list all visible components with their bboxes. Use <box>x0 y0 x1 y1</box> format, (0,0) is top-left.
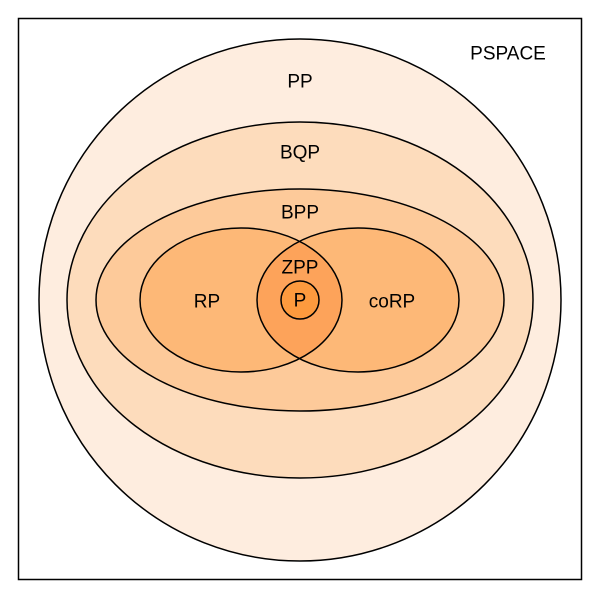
pp-label: PP <box>287 72 312 93</box>
rp-label: RP <box>194 292 220 313</box>
rp-outline <box>139 227 343 373</box>
bqp-label: BQP <box>280 143 320 164</box>
zpp-region <box>257 228 342 372</box>
bpp-label: BPP <box>281 203 319 224</box>
p-label: P <box>294 291 307 312</box>
p-region <box>280 280 320 320</box>
corp-label: coRP <box>369 292 415 313</box>
pspace-label: PSPACE <box>470 44 546 65</box>
zpp-label: ZPP <box>282 258 319 279</box>
corp-outline <box>256 227 460 373</box>
